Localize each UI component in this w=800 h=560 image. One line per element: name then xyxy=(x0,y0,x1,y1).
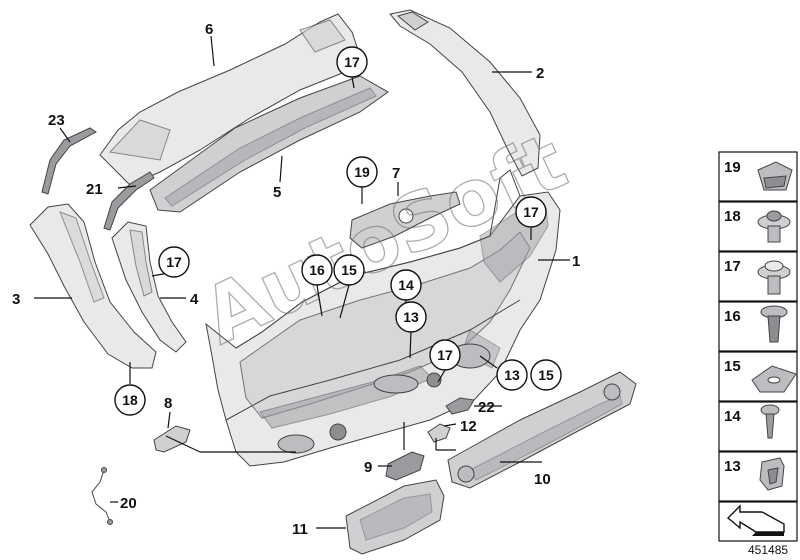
label-part-23: 23 xyxy=(48,112,65,129)
svg-text:13: 13 xyxy=(724,458,741,475)
svg-text:18: 18 xyxy=(122,392,138,408)
svg-text:19: 19 xyxy=(724,159,741,176)
label-part-9: 9 xyxy=(364,459,372,476)
reference-number: 451485 xyxy=(748,543,788,557)
fastener-legend: 19 18 17 xyxy=(718,151,798,542)
part-9-plate xyxy=(385,451,425,481)
svg-text:14: 14 xyxy=(398,277,414,293)
legend-row-13: 13 xyxy=(718,451,798,502)
callout-17-top: 17 xyxy=(336,46,368,78)
legend-row-18: 18 xyxy=(718,201,798,252)
label-part-4: 4 xyxy=(190,291,199,308)
label-part-8: 8 xyxy=(164,395,172,412)
label-part-20: 20 xyxy=(120,495,137,512)
callout-16: 16 xyxy=(301,254,333,286)
callout-17-left: 17 xyxy=(158,246,190,278)
svg-text:14: 14 xyxy=(724,408,741,425)
leader-lines xyxy=(34,35,570,529)
bolt-14-icon xyxy=(760,404,780,439)
label-part-1: 1 xyxy=(572,253,580,270)
svg-text:16: 16 xyxy=(309,262,325,278)
label-part-11: 11 xyxy=(292,521,308,538)
legend-row-19: 19 xyxy=(718,151,798,202)
label-part-7: 7 xyxy=(392,165,400,182)
legend-row-15: 15 xyxy=(718,351,798,402)
screw-16-icon xyxy=(760,305,788,343)
callout-14: 14 xyxy=(390,269,422,301)
svg-text:15: 15 xyxy=(724,358,741,375)
svg-text:13: 13 xyxy=(504,367,520,383)
circled-callouts: 17 17 17 19 16 15 14 13 xyxy=(114,46,562,416)
legend-row-14: 14 xyxy=(718,401,798,452)
nut-clip-15-icon xyxy=(751,365,797,393)
part-21-strip xyxy=(103,171,155,231)
label-part-22: 22 xyxy=(478,399,495,416)
part-6-upper-trim xyxy=(99,13,363,186)
label-part-12: 12 xyxy=(460,418,477,435)
part-22-pad xyxy=(445,397,475,415)
callout-19: 19 xyxy=(346,156,378,188)
part-20-cable xyxy=(91,467,113,525)
label-part-10: 10 xyxy=(534,471,551,488)
svg-text:16: 16 xyxy=(724,308,741,325)
callout-17-center: 17 xyxy=(429,339,461,371)
expanding-rivet-18-icon xyxy=(757,210,791,243)
part-11-plate-trim xyxy=(345,479,445,555)
part-numbers: 6 2 23 21 5 7 1 3 4 8 22 12 9 10 20 11 xyxy=(12,21,580,538)
svg-text:17: 17 xyxy=(437,347,453,363)
part-1-tailgate-panel xyxy=(205,169,561,467)
callout-15-lower: 15 xyxy=(530,359,562,391)
direction-arrow-icon xyxy=(726,504,785,536)
callout-18: 18 xyxy=(114,384,146,416)
label-part-21: 21 xyxy=(86,181,103,198)
clip-19-icon xyxy=(757,161,793,191)
legend-row-arrow xyxy=(718,501,798,542)
svg-text:15: 15 xyxy=(538,367,554,383)
part-5-spoiler-strip xyxy=(149,75,389,213)
label-part-3: 3 xyxy=(12,291,20,308)
callout-15-upper: 15 xyxy=(333,254,365,286)
part-2-right-trim xyxy=(389,9,541,177)
svg-text:17: 17 xyxy=(166,254,182,270)
part-4-left-inner-trim xyxy=(111,221,187,353)
svg-text:17: 17 xyxy=(724,258,741,275)
callout-13-upper: 13 xyxy=(395,301,427,333)
legend-row-17: 17 xyxy=(718,251,798,302)
callout-17-right: 17 xyxy=(515,196,547,228)
svg-text:13: 13 xyxy=(403,309,419,325)
svg-text:17: 17 xyxy=(344,54,360,70)
part-7-bracket xyxy=(349,191,461,249)
label-part-2: 2 xyxy=(536,65,544,82)
label-part-5: 5 xyxy=(273,184,281,201)
legend-row-16: 16 xyxy=(718,301,798,352)
part-12-clip xyxy=(427,423,451,443)
part-10-lower-trim xyxy=(447,371,637,489)
callout-13-lower: 13 xyxy=(496,359,528,391)
plastic-rivet-17-icon xyxy=(757,260,791,295)
svg-text:19: 19 xyxy=(354,164,370,180)
clip-13-icon xyxy=(759,457,785,491)
svg-text:17: 17 xyxy=(523,204,539,220)
svg-text:18: 18 xyxy=(724,208,741,225)
label-part-6: 6 xyxy=(205,21,213,38)
svg-text:15: 15 xyxy=(341,262,357,278)
